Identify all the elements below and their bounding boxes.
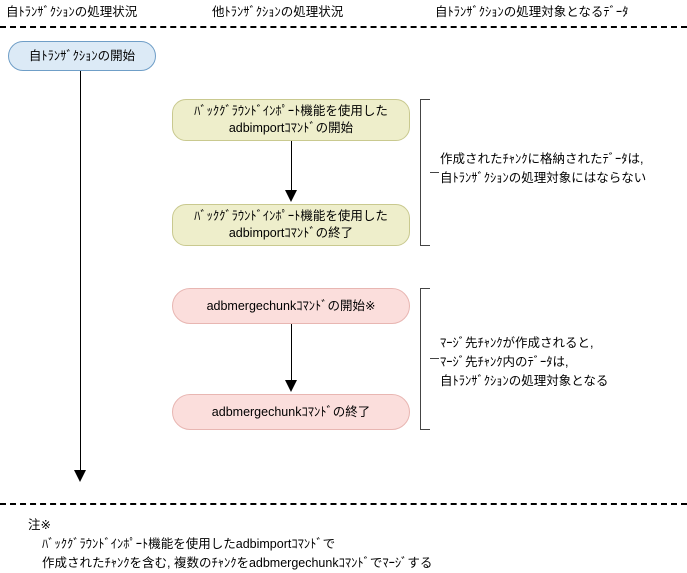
annotation-merge-group: ﾏｰｼﾞ先ﾁｬﾝｸが作成されると, ﾏｰｼﾞ先ﾁｬﾝｸ内のﾃﾞｰﾀは, 自ﾄﾗﾝ…	[440, 336, 609, 388]
arrow-merge-start-to-end-line	[291, 324, 292, 382]
annotation-import-group: 作成されたﾁｬﾝｸに格納されたﾃﾞｰﾀは, 自ﾄﾗﾝｻﾞｸｼｮﾝの処理対象にはな…	[440, 152, 647, 185]
footnote-body: ﾊﾞｯｸｸﾞﾗｳﾝﾄﾞｲﾝﾎﾟｰﾄ機能を使用したadbimportｺﾏﾝﾄﾞで …	[42, 537, 433, 570]
column-header-own-transaction-status: 自ﾄﾗﾝｻﾞｸｼｮﾝの処理状況	[6, 5, 138, 19]
node-adbmergechunk-end: adbmergechunkｺﾏﾝﾄﾞの終了	[172, 394, 410, 430]
bracket-import-group	[420, 99, 430, 246]
footnote-marker: 注※	[28, 518, 51, 532]
node-adbimport-start: ﾊﾞｯｸｸﾞﾗｳﾝﾄﾞｲﾝﾎﾟｰﾄ機能を使用した adbimportｺﾏﾝﾄﾞの…	[172, 99, 410, 141]
column-header-own-transaction-target-data: 自ﾄﾗﾝｻﾞｸｼｮﾝの処理対象となるﾃﾞｰﾀ	[435, 5, 629, 19]
bracket-merge-group	[420, 288, 430, 430]
column-header-other-transaction-status: 他ﾄﾗﾝｻﾞｸｼｮﾝの処理状況	[212, 5, 344, 19]
node-adbimport-end: ﾊﾞｯｸｸﾞﾗｳﾝﾄﾞｲﾝﾎﾟｰﾄ機能を使用した adbimportｺﾏﾝﾄﾞの…	[172, 204, 410, 246]
own-transaction-lifeline-arrowhead	[74, 470, 86, 482]
own-transaction-lifeline	[80, 71, 81, 474]
node-transaction-start: 自ﾄﾗﾝｻﾞｸｼｮﾝの開始	[8, 41, 156, 71]
bracket-import-group-tick	[430, 172, 439, 173]
footnote: 注※ ﾊﾞｯｸｸﾞﾗｳﾝﾄﾞｲﾝﾎﾟｰﾄ機能を使用したadbimportｺﾏﾝﾄ…	[28, 516, 432, 573]
node-adbmergechunk-start: adbmergechunkｺﾏﾝﾄﾞの開始※	[172, 288, 410, 324]
arrow-merge-start-to-end-head	[285, 380, 297, 392]
arrow-import-start-to-end-line	[291, 141, 292, 192]
header-dashed-divider	[0, 26, 687, 28]
footnote-dashed-divider	[0, 503, 687, 505]
arrow-import-start-to-end-head	[285, 190, 297, 202]
bracket-merge-group-tick	[430, 358, 439, 359]
